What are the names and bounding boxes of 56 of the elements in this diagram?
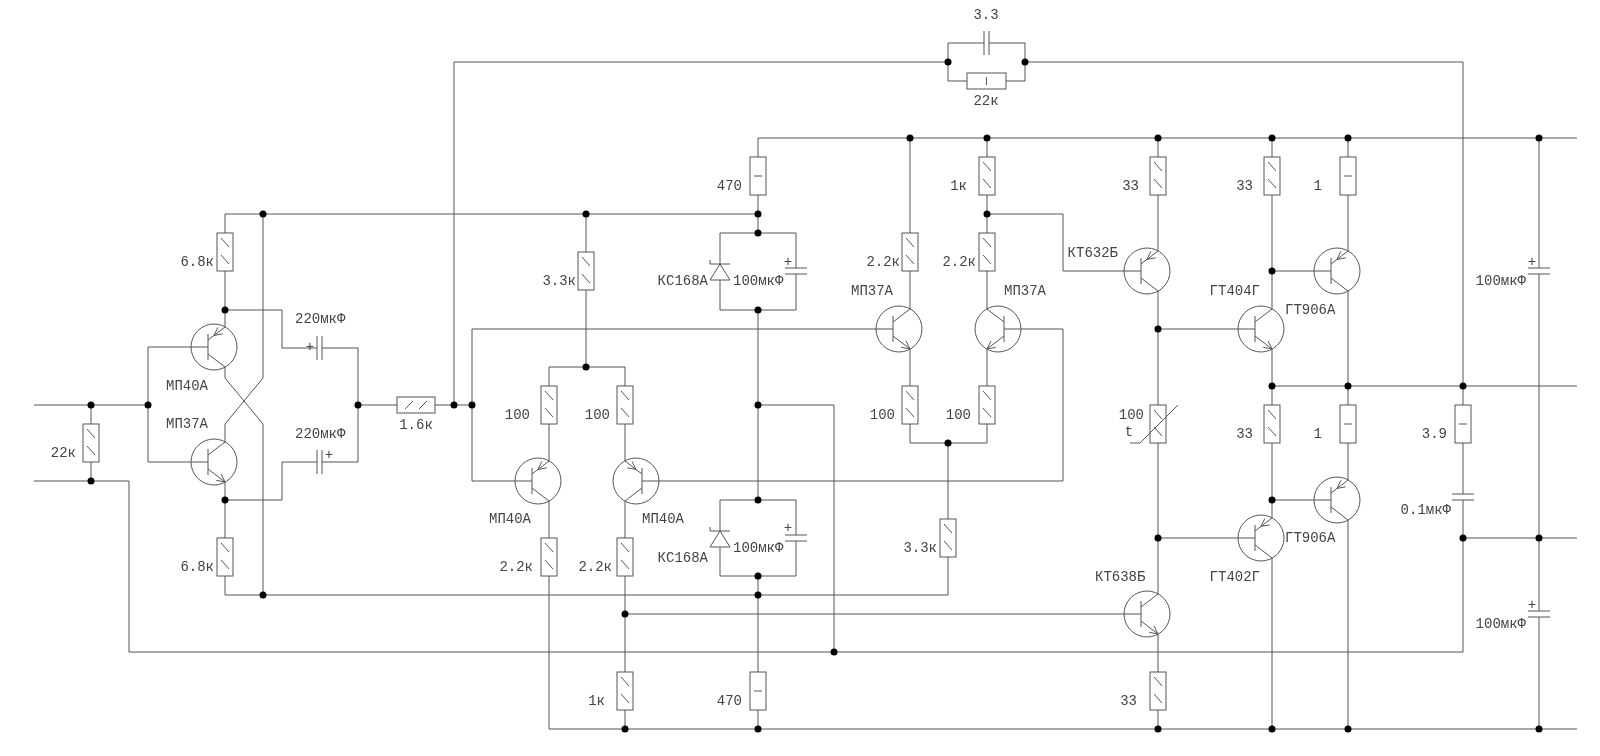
- component-value: 100мкФ: [733, 273, 784, 289]
- component-value: 1: [1313, 178, 1322, 194]
- polarity-mark: +: [783, 520, 793, 536]
- part-number: МП37А: [1004, 283, 1046, 299]
- component-value: 3.9: [1421, 426, 1447, 442]
- part-number: ГТ402Г: [1209, 569, 1260, 585]
- component-value: 220мкФ: [295, 426, 346, 442]
- component-value: 22к: [50, 445, 76, 461]
- component-value: 1: [1313, 426, 1322, 442]
- temperature-mark: t: [1124, 424, 1134, 440]
- part-number: ГТ906А: [1285, 530, 1336, 546]
- component-value: 3.3: [973, 7, 999, 23]
- component-value: 33: [1236, 178, 1253, 194]
- component-value: 100: [945, 407, 971, 423]
- component-value: 100мкФ: [1475, 273, 1526, 289]
- polarity-mark: +: [1527, 597, 1537, 613]
- component-value: 220мкФ: [295, 311, 346, 327]
- component-value: 33: [1122, 178, 1139, 194]
- polarity-mark: +: [1527, 254, 1537, 270]
- polarity-mark: +: [324, 447, 334, 463]
- component-value: 1.6к: [399, 417, 433, 433]
- part-number: МП37А: [851, 283, 893, 299]
- part-number: КС168А: [657, 550, 708, 566]
- component-value: 100: [1118, 407, 1144, 423]
- part-number: ГТ404Г: [1209, 283, 1260, 299]
- component-value: 3.3к: [903, 540, 937, 556]
- part-number: МП40А: [642, 511, 684, 527]
- component-value: 2.2к: [499, 559, 533, 575]
- component-value: 470: [716, 178, 742, 194]
- component-value: 6.8к: [180, 559, 214, 575]
- component-value: 1к: [950, 178, 967, 194]
- component-value: 470: [716, 693, 742, 709]
- component-value: 3.3к: [542, 273, 576, 289]
- polarity-mark: +: [783, 254, 793, 270]
- part-number: МП37А: [166, 416, 208, 432]
- polarity-mark: +: [305, 339, 315, 355]
- component-value: 1к: [588, 693, 605, 709]
- component-value: 33: [1120, 693, 1137, 709]
- component-value: 6.8к: [180, 254, 214, 270]
- part-number: МП40А: [166, 378, 208, 394]
- part-number: МП40А: [489, 511, 531, 527]
- component-value: 33: [1236, 426, 1253, 442]
- part-number: КТ632Б: [1067, 245, 1118, 261]
- component-value: 100мкФ: [1475, 616, 1526, 632]
- component-value: 2.2к: [578, 559, 612, 575]
- component-value: 0.1мкФ: [1400, 502, 1451, 518]
- component-value: 2.2к: [942, 254, 976, 270]
- component-value: 22к: [973, 93, 999, 109]
- component-value: 100: [504, 407, 530, 423]
- component-value: 100мкФ: [733, 540, 784, 556]
- component-value: 2.2к: [866, 254, 900, 270]
- component-value: 100: [584, 407, 610, 423]
- part-number: ГТ906А: [1285, 302, 1336, 318]
- component-value: 100: [869, 407, 895, 423]
- part-number: КТ638Б: [1095, 569, 1146, 585]
- part-number: КС168А: [657, 273, 708, 289]
